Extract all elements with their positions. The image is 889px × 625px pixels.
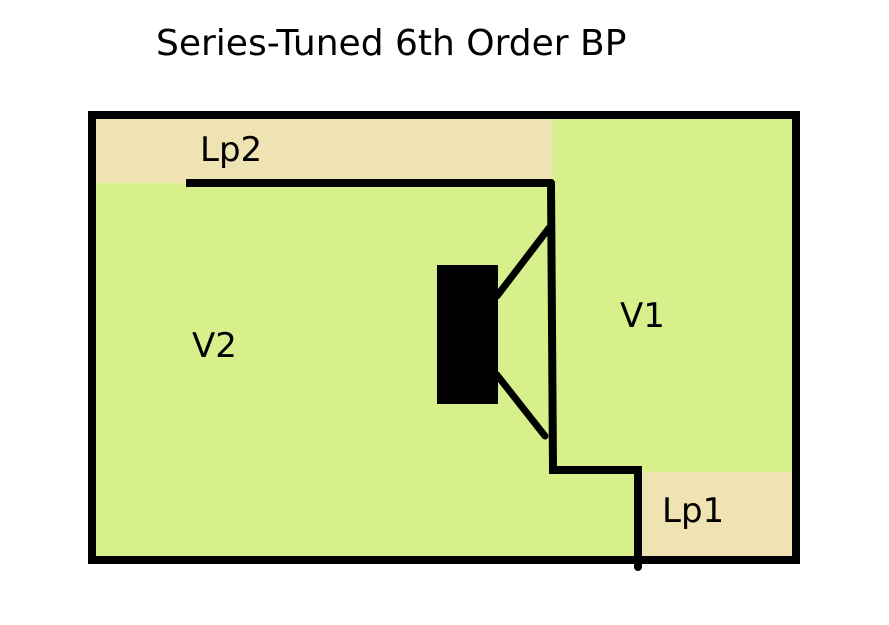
port-lp2-fill (93, 116, 553, 183)
enclosure-outer-wall (88, 111, 800, 564)
label-lp2: Lp2 (200, 130, 262, 170)
diagram-title: Series-Tuned 6th Order BP (156, 23, 626, 64)
baffle-wall (547, 179, 642, 571)
driver-magnet (437, 265, 498, 404)
label-v1: V1 (620, 296, 665, 336)
label-lp1: Lp1 (662, 491, 724, 531)
label-v2: V2 (192, 326, 237, 366)
driver-cone-lower (493, 371, 549, 440)
port-lp1-fill (639, 472, 795, 560)
chamber-v1-fill (553, 116, 795, 472)
driver-cone-upper (493, 224, 553, 300)
